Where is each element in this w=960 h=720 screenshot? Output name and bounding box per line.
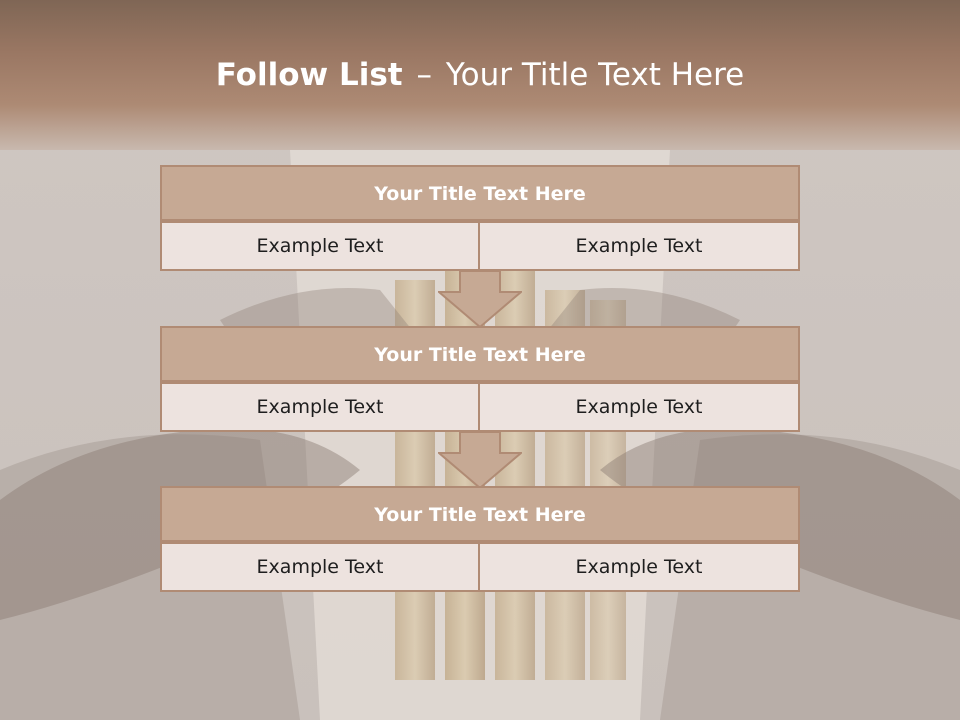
block-cell-left: Example Text	[160, 542, 480, 592]
block-cell-left: Example Text	[160, 382, 480, 432]
block-cell-right: Example Text	[480, 542, 800, 592]
block-title: Your Title Text Here	[160, 165, 800, 221]
header-band	[0, 0, 960, 150]
title-text: Your Title Text Here	[445, 57, 745, 93]
down-arrow-icon	[438, 270, 522, 328]
title-separator: –	[416, 57, 432, 93]
title-bold: Follow List	[215, 57, 403, 93]
block-cell-left: Example Text	[160, 221, 480, 271]
block-cell-right: Example Text	[480, 221, 800, 271]
down-arrow-icon	[438, 431, 522, 489]
block-title: Your Title Text Here	[160, 326, 800, 382]
block-cell-right: Example Text	[480, 382, 800, 432]
slide-title: Follow List – Your Title Text Here	[0, 52, 960, 98]
block-title: Your Title Text Here	[160, 486, 800, 542]
